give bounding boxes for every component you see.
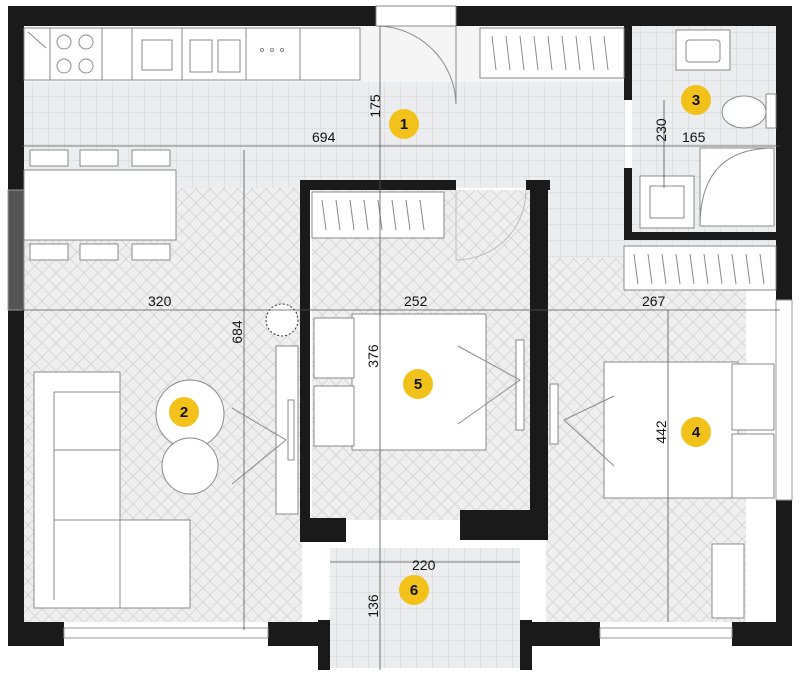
desk-b4: [711, 543, 745, 619]
bed-b4: [603, 361, 739, 499]
wall-bath-bottom: [624, 232, 780, 240]
wall-balcony-left: [318, 620, 330, 670]
dim-bedroom4-height: 442: [653, 420, 669, 444]
dim-balcony-height: 136: [365, 594, 381, 618]
bathroom-fixtures: [639, 29, 777, 229]
wall-bath-left-upper: [624, 26, 632, 100]
wall-bottom-left: [8, 622, 64, 646]
tv-b5: [515, 339, 525, 431]
svg-text:1: 1: [400, 116, 408, 133]
bedroom4-furniture: [549, 245, 777, 619]
wall-b5-left: [300, 180, 310, 520]
room-badge-4[interactable]: 4: [681, 417, 711, 447]
dim-bedroom5-height: 376: [365, 344, 381, 368]
wardrobe-b5: [311, 191, 445, 239]
wardrobe-b4: [623, 245, 777, 291]
wall-b5-right: [530, 180, 548, 540]
burner-2: [78, 34, 94, 50]
dim-bedroom4-width: 267: [642, 293, 666, 309]
svg-text:3: 3: [692, 92, 700, 109]
dim-bedroom5-width: 252: [404, 293, 428, 309]
window-right: [775, 299, 793, 501]
wall-top-left: [8, 6, 376, 26]
room-badge-5[interactable]: 5: [403, 369, 433, 399]
room-badge-2[interactable]: 2: [169, 397, 199, 427]
burner-3: [56, 58, 72, 74]
counter-2: [299, 27, 361, 81]
window-bottom-right: [599, 627, 733, 639]
svg-text:2: 2: [180, 404, 188, 421]
hall-wardrobe: [479, 27, 625, 79]
window-bottom-left: [63, 627, 269, 639]
dim-living-width: 320: [148, 293, 172, 309]
dim-bath-width: 165: [682, 129, 706, 145]
wall-b5-bottom-right: [460, 510, 548, 540]
room-badge-1[interactable]: 1: [389, 109, 419, 139]
burner-1: [56, 34, 72, 50]
dim-balcony-width: 220: [412, 557, 436, 573]
wall-bottom-right: [732, 622, 792, 646]
coffee-table-2: [161, 437, 219, 495]
dimension-labels: 175 694 230 165 320 684 252 376 267 442 …: [148, 94, 706, 618]
door-b5: [455, 189, 527, 261]
svg-text:4: 4: [692, 424, 701, 441]
room-badge-3[interactable]: 3: [681, 85, 711, 115]
wall-bottom-mid-right: [520, 622, 600, 646]
toilet-tank: [765, 93, 777, 129]
wall-left: [8, 6, 24, 646]
svg-text:5: 5: [414, 376, 422, 393]
dishwasher: [245, 27, 301, 81]
dining-area: [23, 149, 177, 261]
counter-1: [101, 27, 133, 81]
burner-4: [78, 58, 94, 74]
room-badges: 1 2 3 4 5 6: [169, 85, 711, 605]
kitchen: [23, 27, 361, 81]
tv-unit: [275, 345, 299, 515]
dim-bath-height: 230: [653, 118, 669, 142]
toilet: [721, 95, 767, 129]
plant-icon: [265, 303, 299, 337]
dim-hall-width: 694: [312, 129, 336, 145]
svg-text:6: 6: [410, 582, 418, 599]
wall-bath-left-lower: [624, 168, 632, 240]
hob: [49, 27, 103, 81]
shower: [699, 147, 775, 227]
window-left: [7, 189, 25, 311]
wall-balcony-right: [520, 620, 532, 670]
sofa: [33, 371, 191, 609]
entrance-door: [375, 5, 457, 105]
wall-b5-top: [300, 180, 456, 190]
room-badge-6[interactable]: 6: [399, 575, 429, 605]
wall-b5-bottom-left: [300, 518, 346, 542]
balcony-floor: [330, 548, 520, 668]
wall-top-right: [456, 6, 792, 26]
tv-b4: [549, 383, 559, 445]
dining-table: [23, 169, 177, 241]
dim-hall-height: 175: [367, 94, 383, 118]
windows: [7, 189, 793, 639]
dim-living-height: 684: [229, 320, 245, 344]
dimension-lines: [22, 26, 780, 670]
fridge: [23, 27, 51, 81]
